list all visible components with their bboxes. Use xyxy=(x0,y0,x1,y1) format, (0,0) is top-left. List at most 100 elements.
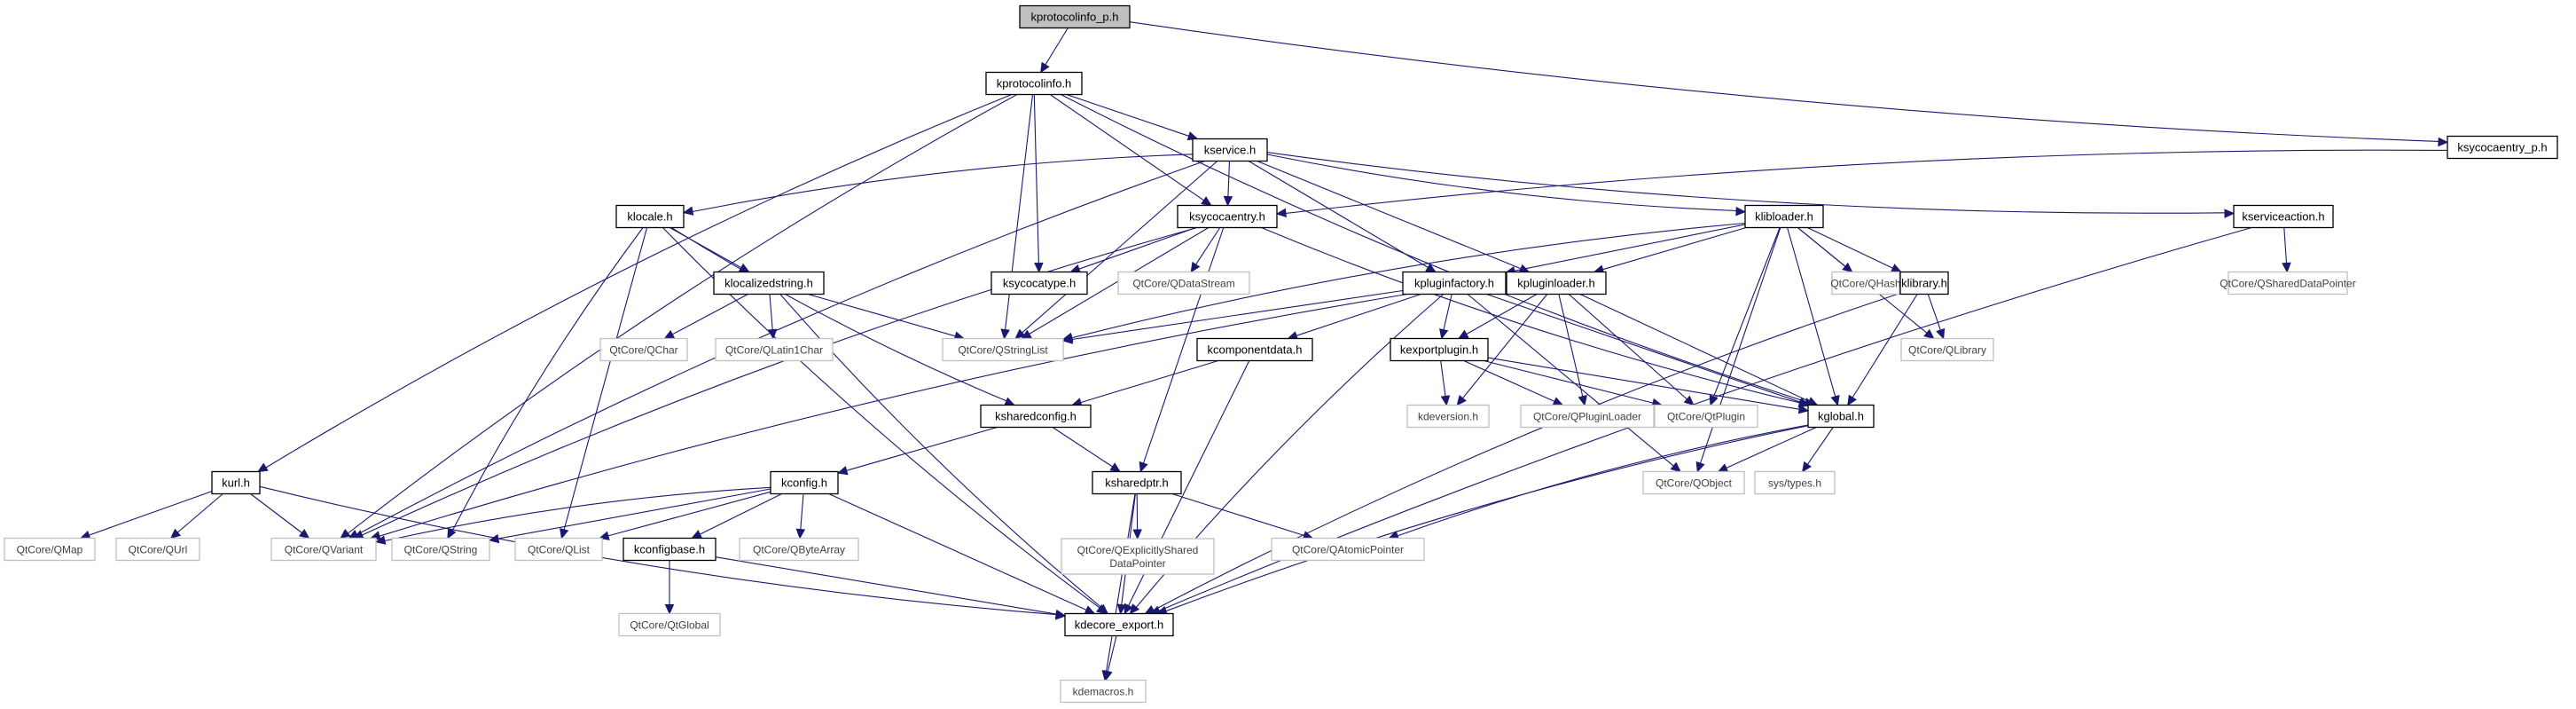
arrowhead-icon xyxy=(340,528,351,540)
edge-line xyxy=(1726,426,1817,469)
edges-layer xyxy=(79,21,2449,681)
arrowhead-icon xyxy=(560,528,569,540)
edge-ksharedconfig-to-ksharedptr xyxy=(1052,427,1122,473)
node-klocale[interactable]: klocale.h xyxy=(615,204,685,229)
node-kpluginfactory[interactable]: kpluginfactory.h xyxy=(1402,271,1507,295)
edge-line xyxy=(1579,294,1810,402)
edge-klibloader-to-kpluginfactory xyxy=(1504,224,1746,276)
node-kprotocolinfo-p[interactable]: kprotocolinfo_p.h xyxy=(1019,4,1131,29)
edge-kpluginfactory-to-qvariant xyxy=(369,293,1407,540)
node-kserviceaction[interactable]: kserviceaction.h xyxy=(2233,204,2334,229)
node-box xyxy=(1506,271,1607,295)
node-label: ksycocatype.h xyxy=(1003,277,1076,290)
edge-line xyxy=(1257,160,1522,270)
node-label: kcomponentdata.h xyxy=(1208,343,1303,357)
edge-line xyxy=(1266,154,1737,212)
arrowhead-icon xyxy=(1084,605,1096,614)
edge-kurl-to-qvariant xyxy=(250,493,310,540)
node-box xyxy=(514,537,603,562)
edge-line xyxy=(1807,227,1893,269)
node-box xyxy=(1117,271,1250,295)
arrowhead-icon xyxy=(1923,328,1935,340)
node-box xyxy=(1390,337,1489,362)
node-label: kurl.h xyxy=(222,477,250,490)
node-kconfigbase[interactable]: kconfigbase.h xyxy=(622,537,716,562)
edge-klibrary-to-qlibrary xyxy=(1927,294,1946,340)
edge-line xyxy=(1248,161,1429,268)
node-kprotocolinfo[interactable]: kprotocolinfo.h xyxy=(985,71,1083,96)
edge-kexportplugin-to-kglobal xyxy=(1487,357,1810,414)
node-box xyxy=(1271,537,1425,562)
arrowhead-icon xyxy=(1004,397,1015,406)
edge-kprotocolinfo-to-kservice xyxy=(1066,93,1199,141)
node-label: QtCore/QStringList xyxy=(958,344,1048,357)
node-qlist: QtCore/QList xyxy=(514,537,603,562)
arrowhead-icon xyxy=(1139,461,1148,473)
edge-kserviceaction-to-qshareddatapointer xyxy=(2282,227,2291,273)
node-ksharedptr[interactable]: ksharedptr.h xyxy=(1092,470,1182,495)
node-klocalizedstring[interactable]: klocalizedstring.h xyxy=(713,271,825,295)
node-box xyxy=(713,271,825,295)
edge-line xyxy=(1266,152,2226,214)
edge-klocalizedstring-to-qstringlist xyxy=(807,293,966,341)
edge-line xyxy=(1129,21,2439,142)
node-label: QtCore/QChar xyxy=(609,344,677,357)
node-box xyxy=(615,204,685,229)
edge-line xyxy=(563,227,648,531)
edge-kprotocolinfo-to-ksycocatype xyxy=(1033,94,1044,273)
arrowhead-icon xyxy=(488,533,500,544)
edge-kconfig-to-kdecore_export xyxy=(828,492,1096,614)
edge-ksycocaentry-to-qdatastream xyxy=(1190,227,1221,273)
arrowhead-icon xyxy=(1456,395,1467,406)
node-ksycocaentry-p[interactable]: ksycocaentry_p.h xyxy=(2447,135,2558,160)
node-kcomponentdata[interactable]: kcomponentdata.h xyxy=(1196,337,1313,362)
node-kdecore-export[interactable]: kdecore_export.h xyxy=(1064,612,1174,637)
edge-line xyxy=(2283,227,2288,264)
arrowhead-icon xyxy=(1014,328,1026,340)
node-ksharedconfig[interactable]: ksharedconfig.h xyxy=(980,404,1092,429)
node-label: kpluginloader.h xyxy=(1517,277,1594,290)
node-kpluginloader[interactable]: kpluginloader.h xyxy=(1506,271,1607,295)
edge-line xyxy=(1107,635,1117,672)
node-qpluginloader: QtCore/QPluginLoader xyxy=(1520,404,1655,429)
edge-kpluginloader-to-qpluginloader xyxy=(1558,294,1587,406)
edge-ksycocaentry-to-ksharedptr xyxy=(1139,227,1225,473)
node-klibrary[interactable]: klibrary.h xyxy=(1899,271,1949,295)
arrowhead-icon xyxy=(1103,670,1113,681)
node-label: kservice.h xyxy=(1204,144,1257,157)
edge-line xyxy=(1285,149,2448,214)
arrowhead-icon xyxy=(1054,609,1067,619)
node-box xyxy=(1192,138,1268,162)
edge-line xyxy=(700,493,782,535)
arrowhead-icon xyxy=(1129,603,1140,615)
edge-kconfig-to-qbytearray xyxy=(795,493,806,540)
node-box xyxy=(270,537,377,562)
node-label: kdecore_export.h xyxy=(1075,618,1163,632)
node-kdemacros: kdemacros.h xyxy=(1060,679,1147,704)
edge-kprotocolinfo_p-to-ksycocaentry_p xyxy=(1129,21,2449,147)
edge-line xyxy=(362,226,1198,536)
edge-kpluginloader-to-kglobal xyxy=(1579,294,1819,406)
arrowhead-icon xyxy=(1040,61,1050,74)
edge-ksharedptr-to-qexplicitlyshared xyxy=(1132,493,1142,540)
node-qatomicpointer: QtCore/QAtomicPointer xyxy=(1271,537,1425,562)
node-label: QtCore/QtGlobal xyxy=(630,619,709,632)
arrowhead-icon xyxy=(169,528,182,540)
edge-ksycocaentry_p-to-ksycocaentry xyxy=(1275,149,2448,218)
node-ksycocaentry[interactable]: ksycocaentry.h xyxy=(1177,204,1278,229)
node-klibloader[interactable]: klibloader.h xyxy=(1744,204,1824,229)
edge-kpluginfactory-to-qobject xyxy=(1467,294,1681,473)
node-kglobal[interactable]: kglobal.h xyxy=(1807,404,1875,429)
node-kservice[interactable]: kservice.h xyxy=(1192,138,1268,162)
node-ksycocatype[interactable]: ksycocatype.h xyxy=(990,271,1088,295)
node-box xyxy=(1899,271,1949,295)
edge-line xyxy=(1568,294,1687,400)
arrowhead-icon xyxy=(682,206,694,216)
arrowhead-icon xyxy=(1116,603,1127,615)
node-kurl[interactable]: kurl.h xyxy=(211,470,261,495)
node-kconfig[interactable]: kconfig.h xyxy=(770,470,839,495)
node-kexportplugin[interactable]: kexportplugin.h xyxy=(1390,337,1489,362)
edge-kexportplugin-to-kdeversion xyxy=(1440,360,1451,406)
